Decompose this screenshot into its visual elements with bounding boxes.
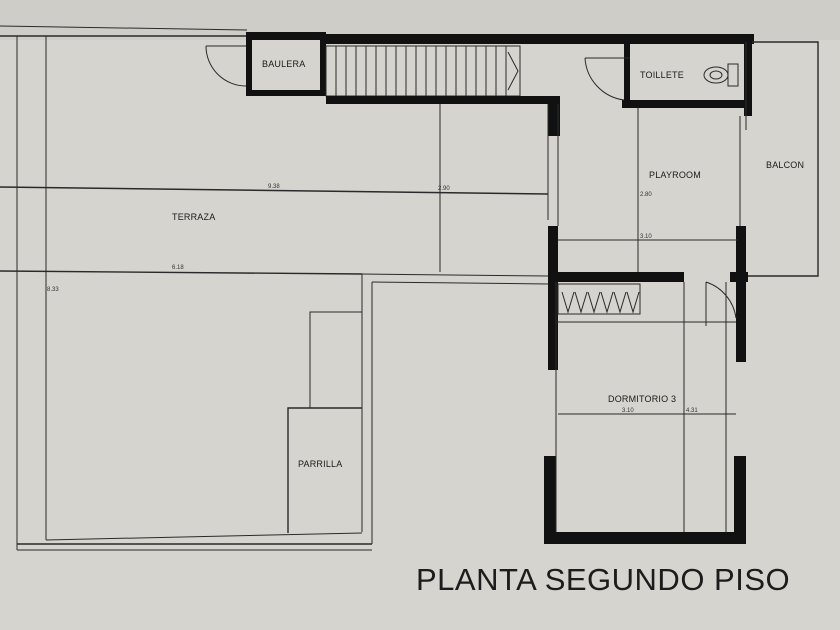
room-label-balcon: BALCON — [766, 160, 804, 170]
room-label-terraza: TERRAZA — [172, 212, 215, 222]
room-label-toillete: TOILLETE — [640, 70, 684, 80]
dim-stair-width: 2.90 — [438, 186, 450, 192]
room-label-parrilla: PARRILLA — [298, 459, 342, 469]
dim-terraza-length: 9.38 — [268, 184, 280, 190]
closet-hanger-mark — [574, 291, 588, 314]
doors — [584, 57, 737, 326]
dim-dormitorio-width: 3.10 — [622, 408, 634, 414]
closet-hanger-mark — [561, 291, 575, 314]
sheet-title: PLANTA SEGUNDO PISO — [416, 562, 790, 597]
closet-hanger-mark — [600, 291, 614, 314]
terraza-outline — [0, 25, 549, 551]
dim-dormitorio-length: 4.31 — [686, 408, 698, 414]
closet-hanger-mark — [587, 291, 601, 314]
paper-shadow-top — [0, 0, 840, 40]
room-label-playroom: PLAYROOM — [649, 170, 701, 180]
room-label-baulera: BAULERA — [262, 59, 305, 69]
dim-playroom-width: 3.10 — [640, 234, 652, 240]
stair-arrow — [507, 51, 519, 91]
baulera-block — [205, 32, 326, 96]
dim-playroom-height: 2.80 — [640, 192, 652, 198]
closet — [557, 283, 641, 315]
dim-terraza-total: 8.33 — [47, 287, 59, 293]
walls — [326, 34, 754, 544]
toilet-icon — [703, 63, 739, 87]
room-label-dormitorio: DORMITORIO 3 — [608, 394, 676, 404]
dim-terraza-width: 6.18 — [172, 265, 184, 271]
parrilla-outline — [287, 311, 362, 533]
closet-hanger-mark — [613, 291, 627, 314]
closet-hanger-mark — [626, 291, 640, 314]
balcon-outline — [745, 41, 819, 277]
interior-lines — [547, 104, 741, 532]
